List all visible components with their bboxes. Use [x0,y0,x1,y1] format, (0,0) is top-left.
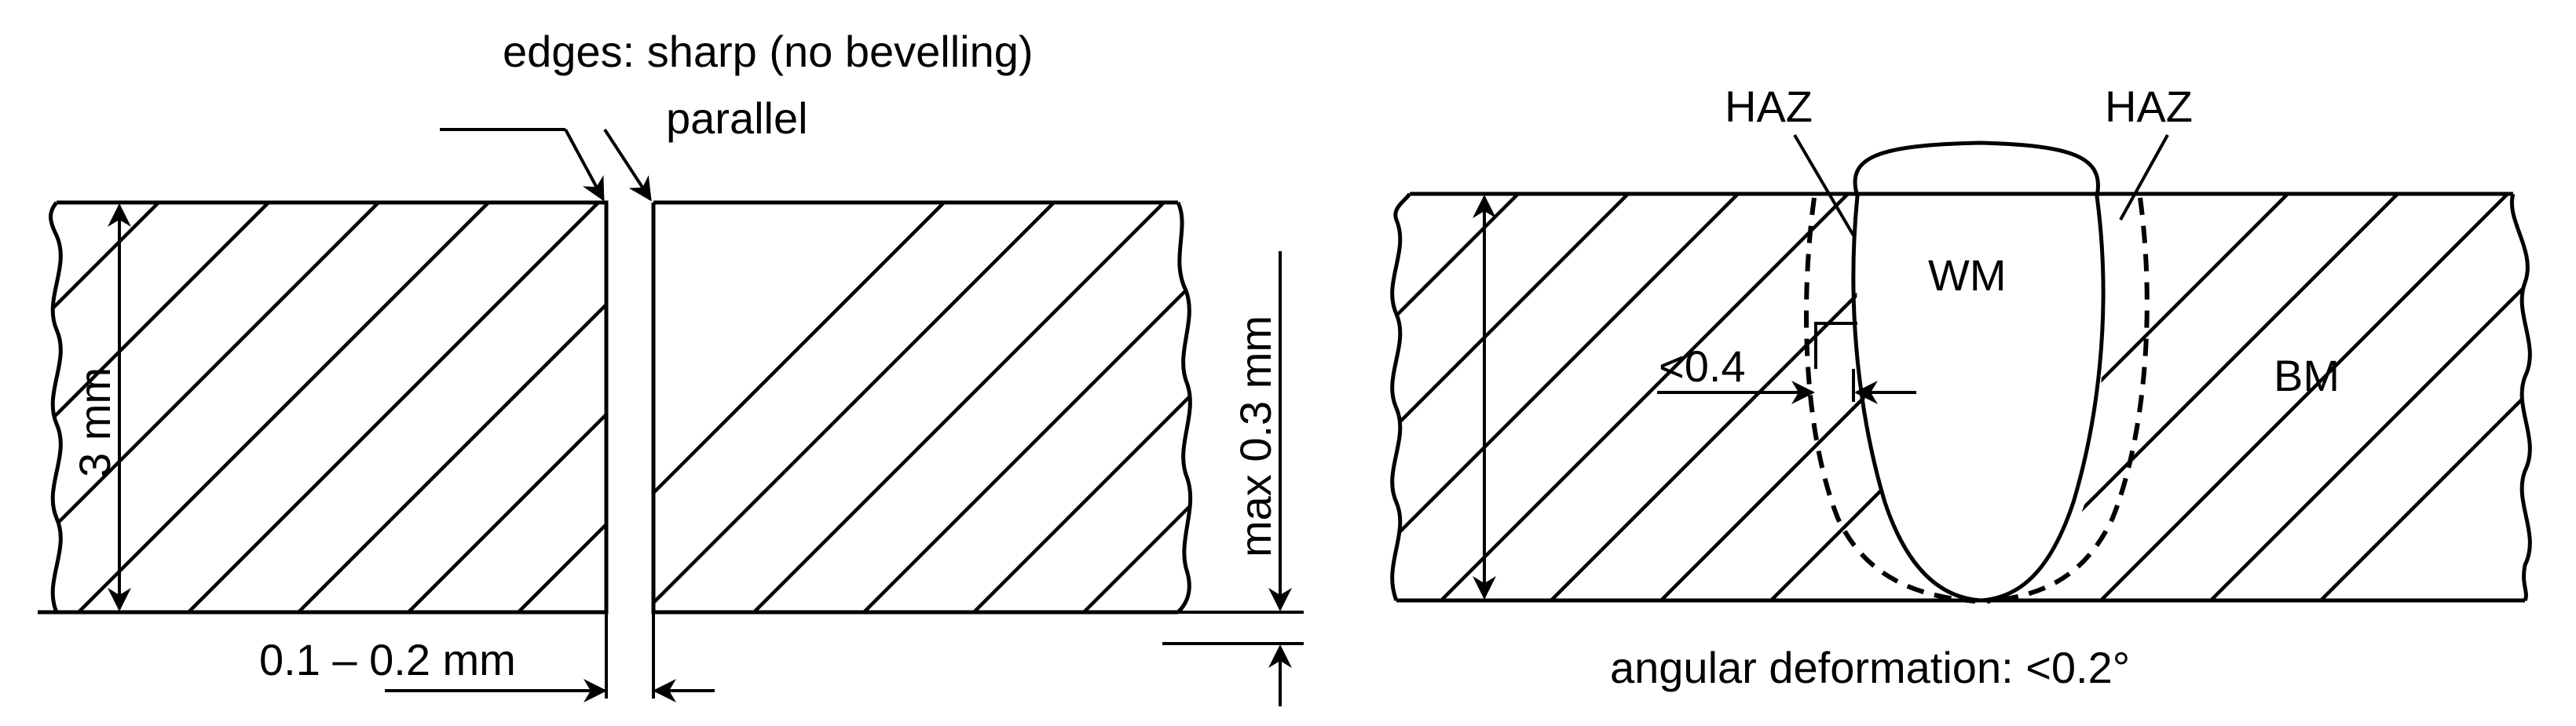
base-metal-label: BM [2274,351,2340,400]
left-panel-butt-joint: 0.1 – 0.2 mm 3 mm max 0.3 mm edges: shar… [38,27,1304,706]
weld-metal-outline [1851,140,2106,603]
haz-leader-left [1793,133,1855,237]
edges-leader-arrow-left [564,129,605,202]
edges-leader-arrow-right [603,128,652,202]
haz-label-right: HAZ [2105,82,2193,131]
parallel-label: parallel [666,93,808,143]
haz-leader-right [2119,134,2169,221]
weld-metal-label: WM [1928,250,2007,300]
thickness-label: 3 mm [70,367,119,477]
left-plate-outline [38,200,609,615]
angular-deformation-label: angular deformation: <0.2° [1610,643,2130,692]
weld-right-plate-hatching [1999,194,2530,600]
weld-left-plate-hatching [1392,194,1971,600]
edges-label: edges: sharp (no bevelling) [503,27,1034,76]
haz-width-label: <0.4 [1659,341,1746,391]
right-plate-hatching [653,202,1191,612]
haz-width-bracket [1814,322,1857,369]
haz-boundary-right [1986,197,2150,604]
gap-label: 0.1 – 0.2 mm [259,635,516,684]
right-plate-outline [651,200,1193,615]
haz-label-left: HAZ [1725,82,1813,131]
right-panel-weld: HAZ HAZ WM BM <0.4 angular deformation: … [1390,82,2532,692]
misalignment-label: max 0.3 mm [1231,316,1280,557]
haz-boundary-left [1804,197,1976,604]
weld-plates-outline [1390,192,2532,603]
left-plate-hatching [53,202,606,612]
